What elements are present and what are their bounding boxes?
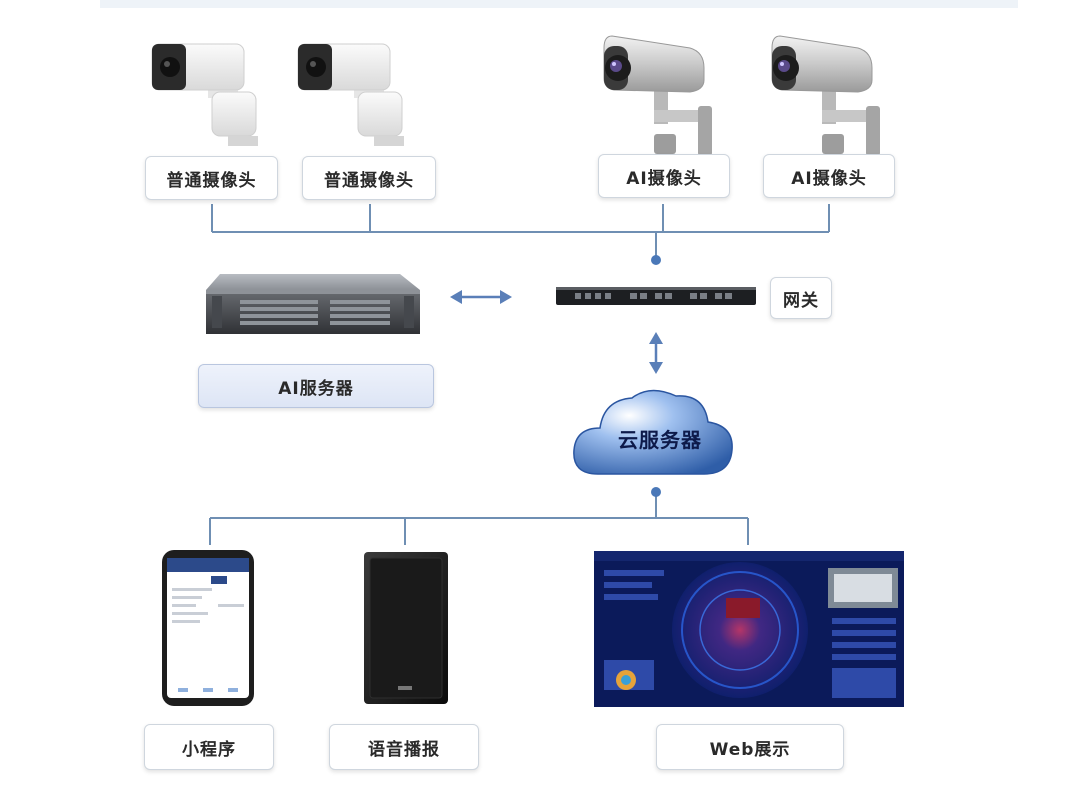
cloud-server-icon [573, 389, 733, 475]
label-voice-broadcast: 语音播报 [329, 724, 479, 770]
label-ai-camera-2: AI摄像头 [763, 154, 895, 198]
label-ai-camera-1: AI摄像头 [598, 154, 730, 198]
cloud-node-dot [651, 487, 661, 497]
label-cloud-server: 云服务器 [618, 428, 702, 452]
label-normal-camera-2: 普通摄像头 [302, 156, 436, 200]
normal-camera-1-icon [151, 43, 258, 146]
label-web-display: Web展示 [656, 724, 844, 770]
label-gateway: 网关 [770, 277, 832, 319]
ai-camera-2-icon [771, 35, 880, 156]
gateway-device-icon [556, 287, 756, 305]
ai-server-icon [206, 274, 420, 334]
label-ai-server: AI服务器 [198, 364, 434, 408]
label-normal-camera-1: 普通摄像头 [145, 156, 278, 200]
web-dashboard-icon [594, 551, 904, 707]
label-mini-program: 小程序 [144, 724, 274, 770]
normal-camera-2-icon [297, 43, 404, 146]
camera-bus-lines [211, 204, 830, 260]
ai-camera-1-icon [603, 35, 712, 156]
bus-node-dot [651, 255, 661, 265]
server-gateway-arrow [450, 290, 512, 304]
client-bus-lines [209, 492, 749, 545]
mini-program-phone-icon [162, 550, 254, 706]
top-strip [100, 0, 1018, 8]
gateway-cloud-arrow [649, 332, 663, 374]
voice-speaker-icon [364, 552, 448, 704]
